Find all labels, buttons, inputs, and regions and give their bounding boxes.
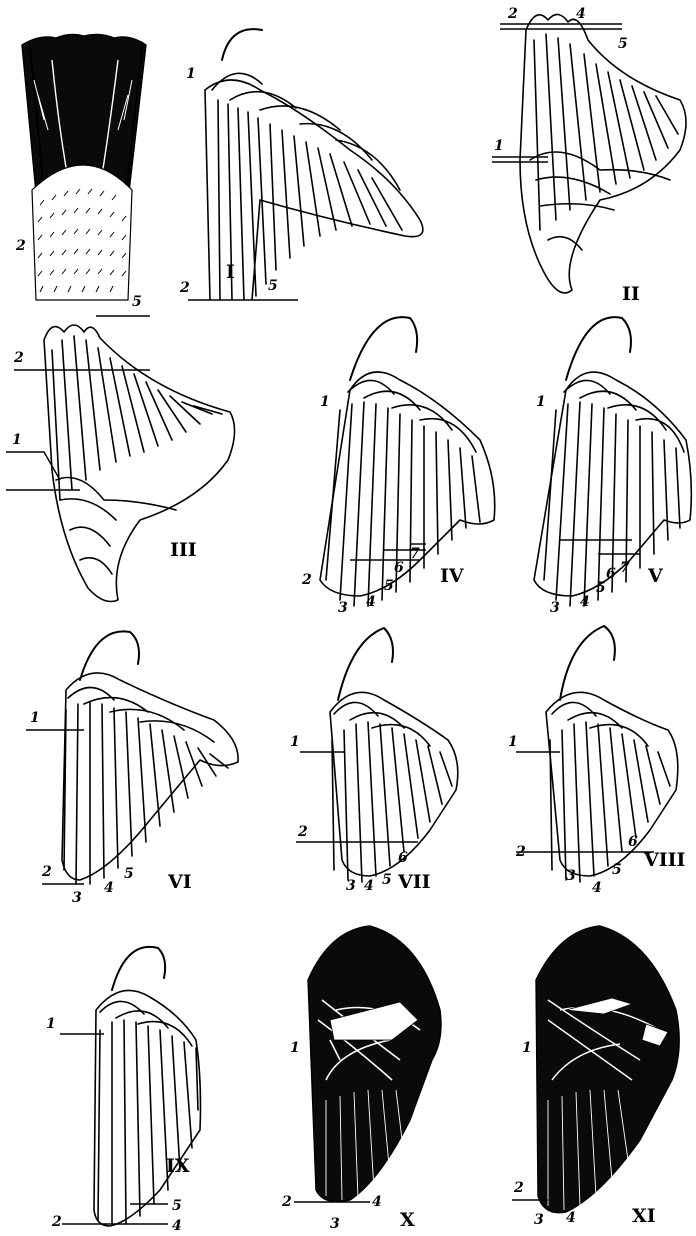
figure-label-III: III — [170, 539, 197, 561]
label-4: 4 — [366, 594, 376, 610]
label-1: 1 — [320, 394, 330, 410]
figure-X: 1 2 3 4 X — [281, 926, 441, 1232]
figure-V: 1 3 4 5 6 7 V — [534, 317, 691, 616]
label-6: 6 — [606, 566, 616, 582]
label-1: 1 — [12, 432, 22, 448]
label-3: 3 — [330, 1216, 340, 1232]
label-4: 4 — [592, 880, 602, 896]
label-2: 2 — [513, 1180, 524, 1196]
label-1: 1 — [186, 66, 196, 82]
label-2: 2 — [281, 1194, 292, 1210]
figure-II: 2 4 5 1 II — [492, 6, 686, 305]
label-3: 3 — [566, 868, 576, 884]
figure-VII: 1 2 3 4 5 6 VII — [290, 628, 458, 894]
figure-label-VI: VI — [167, 871, 192, 893]
label-4: 4 — [576, 6, 586, 22]
label-1: 1 — [290, 1040, 300, 1056]
figure-III: 5 2 1 III — [6, 294, 235, 602]
label-6: 6 — [628, 834, 638, 850]
label-4: 4 — [172, 1218, 182, 1234]
label-4: 4 — [364, 878, 374, 894]
tail-drawing: 2 — [15, 34, 146, 300]
label-6: 6 — [394, 560, 404, 576]
label-1: 1 — [536, 394, 546, 410]
label-1: 1 — [522, 1040, 532, 1056]
label-5: 5 — [382, 872, 392, 888]
figure-label-II: II — [622, 283, 640, 305]
figure-XI: 1 2 3 4 XI — [512, 926, 679, 1228]
figure-label-XI: XI — [632, 1205, 656, 1227]
label-5: 5 — [124, 866, 134, 882]
label-1: 1 — [290, 734, 300, 750]
label-6: 6 — [398, 850, 408, 866]
label-1: 1 — [46, 1016, 56, 1032]
figure-label-VII: VII — [397, 871, 431, 893]
figure-VI: 1 2 3 4 5 VI — [26, 631, 238, 906]
wing-drawing-I: 1 2 5 — [179, 29, 423, 300]
figure-label-I: I — [226, 261, 235, 283]
label-5: 5 — [268, 278, 278, 294]
figure-label-IX: IX — [166, 1155, 190, 1177]
label-1: 1 — [508, 734, 518, 750]
figure-label-X: X — [400, 1209, 415, 1231]
label-2: 2 — [13, 350, 24, 366]
figure-I: 2 1 2 5 I — [15, 29, 423, 300]
label-2: 2 — [301, 572, 312, 588]
label-1: 1 — [30, 710, 40, 726]
label-2: 2 — [515, 844, 526, 860]
label-2: 2 — [51, 1214, 62, 1230]
label-5: 5 — [384, 578, 394, 594]
label-5: 5 — [612, 862, 622, 878]
label-2-tail: 2 — [15, 238, 26, 254]
label-5: 5 — [172, 1198, 182, 1214]
label-3: 3 — [338, 600, 348, 616]
label-3: 3 — [346, 878, 356, 894]
label-2: 2 — [179, 280, 190, 296]
figure-IX: 1 5 2 4 IX — [46, 947, 201, 1234]
figure-label-IV: IV — [440, 565, 465, 587]
label-4: 4 — [580, 594, 590, 610]
figure-label-VIII: VIII — [643, 849, 686, 871]
label-2: 2 — [507, 6, 518, 22]
figure-IV: 1 2 3 4 5 6 7 IV — [301, 317, 495, 616]
figure-VIII: 1 2 3 4 5 6 VIII — [508, 626, 686, 896]
label-4: 4 — [566, 1210, 576, 1226]
label-3: 3 — [550, 600, 560, 616]
label-5: 5 — [132, 294, 142, 310]
label-7: 7 — [620, 560, 630, 576]
label-3: 3 — [72, 890, 82, 906]
label-1: 1 — [494, 138, 504, 154]
label-4: 4 — [372, 1194, 382, 1210]
label-5: 5 — [596, 580, 606, 596]
label-3: 3 — [534, 1212, 544, 1228]
label-7: 7 — [410, 546, 420, 562]
label-5: 5 — [618, 36, 628, 52]
label-4: 4 — [104, 880, 114, 896]
label-2: 2 — [297, 824, 308, 840]
label-2: 2 — [41, 864, 52, 880]
figure-label-V: V — [647, 565, 664, 587]
